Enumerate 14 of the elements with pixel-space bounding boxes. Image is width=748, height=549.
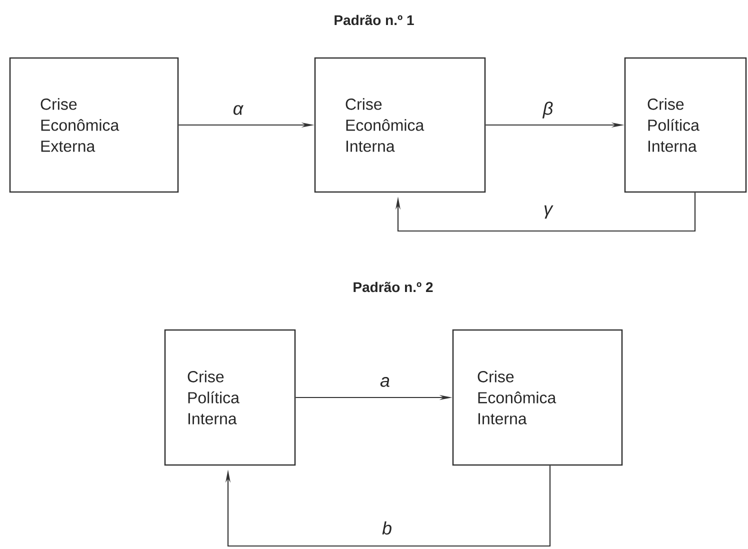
arrow (395, 192, 696, 232)
process-box: Crise Política Interna (164, 329, 296, 466)
section-title: Padrão n.º 1 (334, 14, 414, 26)
edge-label: a (380, 377, 390, 387)
edge-label: β (542, 102, 553, 118)
arrow (225, 466, 551, 547)
process-box: Crise Política Interna (624, 57, 747, 193)
edge-label: γ (544, 205, 554, 219)
edge-label: α (233, 105, 244, 115)
process-box: Crise Econômica Interna (314, 57, 486, 193)
section-title: Padrão n.º 2 (354, 282, 433, 292)
process-box: Crise Econômica Interna (452, 329, 623, 466)
process-box: Crise Econômica Externa (9, 57, 179, 193)
edge-label: b (382, 521, 392, 535)
